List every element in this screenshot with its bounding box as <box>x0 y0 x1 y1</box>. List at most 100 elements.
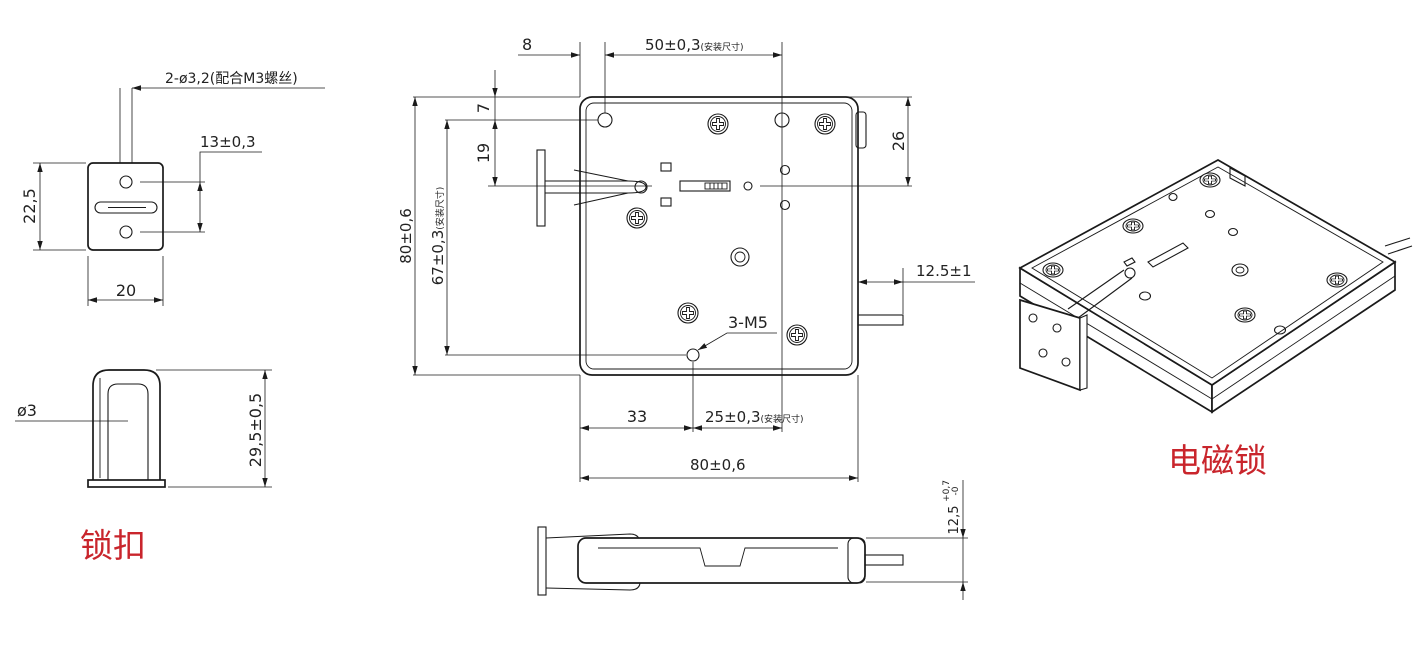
iso-bracket-hole <box>1028 313 1038 323</box>
center-boss-outer <box>730 247 750 267</box>
iso-small-hole <box>1227 227 1239 237</box>
tolerance-lower: -0 <box>951 486 961 495</box>
iso-mount-hole <box>1138 291 1152 301</box>
iso-side-tab <box>1229 167 1246 187</box>
iso-bolt-slot <box>1147 242 1189 268</box>
lock-cable <box>857 314 904 326</box>
hole-offset-right-value: 25±0,3 <box>705 408 761 426</box>
screw-icon <box>1122 218 1144 234</box>
iso-bolt-edge <box>1077 277 1133 319</box>
latch-top-view: 2-ø3,2(配合M3螺丝) 13±0,3 22,5 20 <box>20 71 325 306</box>
dim-top: 8 50±0,3(安装尺寸) <box>518 35 783 432</box>
dim-holes: 2-ø3,2(配合M3螺丝) <box>119 71 325 163</box>
hole-pitch-label: 13±0,3 <box>200 133 256 151</box>
latch-hole-upper <box>119 175 133 189</box>
dim-bottom: 33 25±0,3(安装尺寸) 80±0,6 <box>579 362 859 482</box>
dim-hole-pitch: 13±0,3 <box>140 133 262 233</box>
indicator-window <box>660 197 672 207</box>
lock-isometric-view: 电磁锁 <box>1018 159 1413 480</box>
latch-side-view: ø3 29,5±0,5 锁扣 <box>15 369 272 565</box>
latch-plate-outline <box>87 162 164 251</box>
mount-hole-m5 <box>686 348 700 362</box>
hole-offset-right-label: 25±0,3(安装尺寸) <box>705 408 804 426</box>
side-bolt-plate <box>537 526 547 596</box>
iso-bolt-edge <box>1067 269 1125 310</box>
lock-front-view: 8 50±0,3(安装尺寸) 7 19 80±0,6 67±0,3(安装尺寸) <box>397 35 975 482</box>
bolt-slot <box>679 180 731 192</box>
mount-spacing-y-note: (安装尺寸) <box>434 187 446 230</box>
lock-body-inner-edge <box>585 102 853 370</box>
bolt-offset-label: 19 <box>474 143 493 163</box>
iso-indicator-window <box>1123 257 1136 267</box>
latch-side-height-label: 29,5±0,5 <box>246 393 265 467</box>
leader-line <box>199 151 262 182</box>
slot-outline <box>679 180 731 192</box>
iso-small-hole <box>1204 209 1216 219</box>
cable-length-label: 12.5±1 <box>916 262 972 280</box>
pin-diameter-label: ø3 <box>17 401 37 420</box>
lock-bolt <box>536 149 648 227</box>
iso-bracket-edge <box>1079 314 1088 391</box>
small-hole <box>743 181 753 191</box>
tolerance-upper: +0,7 <box>942 480 952 502</box>
iso-center-boss-inner <box>1235 266 1245 274</box>
body-width-label: 80±0,6 <box>690 456 746 474</box>
left-offset-label: 8 <box>522 35 532 54</box>
bolt-offset-right-label: 26 <box>889 131 908 151</box>
hole-offset-right-note: (安装尺寸) <box>761 413 804 425</box>
small-hole <box>779 164 791 176</box>
screw-icon <box>786 324 808 346</box>
screw-icon <box>814 113 836 135</box>
mount-hole <box>597 112 613 128</box>
dim-thickness: 12,5 +0,7 -0 <box>866 480 968 600</box>
screw-icon <box>677 302 699 324</box>
side-body <box>577 537 866 584</box>
bolt-wedge-lower <box>573 192 629 206</box>
screw-icon <box>1234 307 1256 323</box>
top-offset-label: 7 <box>474 103 493 113</box>
thickness-label: 12,5 <box>947 506 962 535</box>
dim-latch-width: 20 <box>87 256 164 306</box>
body-height-label: 80±0,6 <box>397 208 415 264</box>
iso-cable <box>1387 245 1413 255</box>
dim-latch-height: 22,5 <box>20 162 86 251</box>
side-body-profile <box>598 547 838 567</box>
latch-bracket-inner <box>107 383 149 480</box>
indicator-window <box>660 162 672 172</box>
screw-icon <box>707 113 729 135</box>
mount-spacing-y-label: 67±0,3(安装尺寸) <box>429 187 447 286</box>
slot-ribs <box>709 183 723 189</box>
mount-spacing-x-label: 50±0,3(安装尺寸) <box>645 36 744 54</box>
center-boss-inner <box>734 251 746 263</box>
lock-side-view: 12,5 +0,7 -0 <box>537 480 968 600</box>
small-hole <box>779 199 791 211</box>
bolt-wedge-upper <box>573 169 629 182</box>
iso-mount-hole <box>1273 325 1287 335</box>
dim-pin-diameter: ø3 <box>15 401 128 422</box>
leader-line <box>697 332 777 351</box>
screw-icon <box>626 207 648 229</box>
screw-icon <box>1042 262 1064 278</box>
dim-right: 26 12.5±1 <box>760 96 975 314</box>
bolt-shaft <box>545 180 647 194</box>
bolt-tip <box>634 180 648 194</box>
latch-width-label: 20 <box>116 281 136 300</box>
product-title: 电磁锁 <box>1168 441 1267 480</box>
iso-top-inner-edge <box>1031 166 1384 379</box>
latch-title: 锁扣 <box>80 526 146 565</box>
slot-insert <box>704 182 728 190</box>
iso-cable <box>1384 237 1411 247</box>
iso-bracket-hole <box>1038 348 1048 358</box>
iso-small-hole <box>1168 192 1178 202</box>
latch-slot <box>94 201 158 214</box>
thread-callout: 3-M5 <box>697 313 777 351</box>
iso-center-boss <box>1231 263 1249 277</box>
latch-base-plate <box>87 479 166 488</box>
iso-bracket-hole <box>1061 357 1071 367</box>
iso-bolt-tip <box>1124 267 1136 279</box>
screw-icon <box>1199 172 1221 188</box>
bolt-plate <box>536 149 546 227</box>
mount-spacing-x-value: 50±0,3 <box>645 36 701 54</box>
dim-latch-side-height: 29,5±0,5 <box>156 369 272 488</box>
